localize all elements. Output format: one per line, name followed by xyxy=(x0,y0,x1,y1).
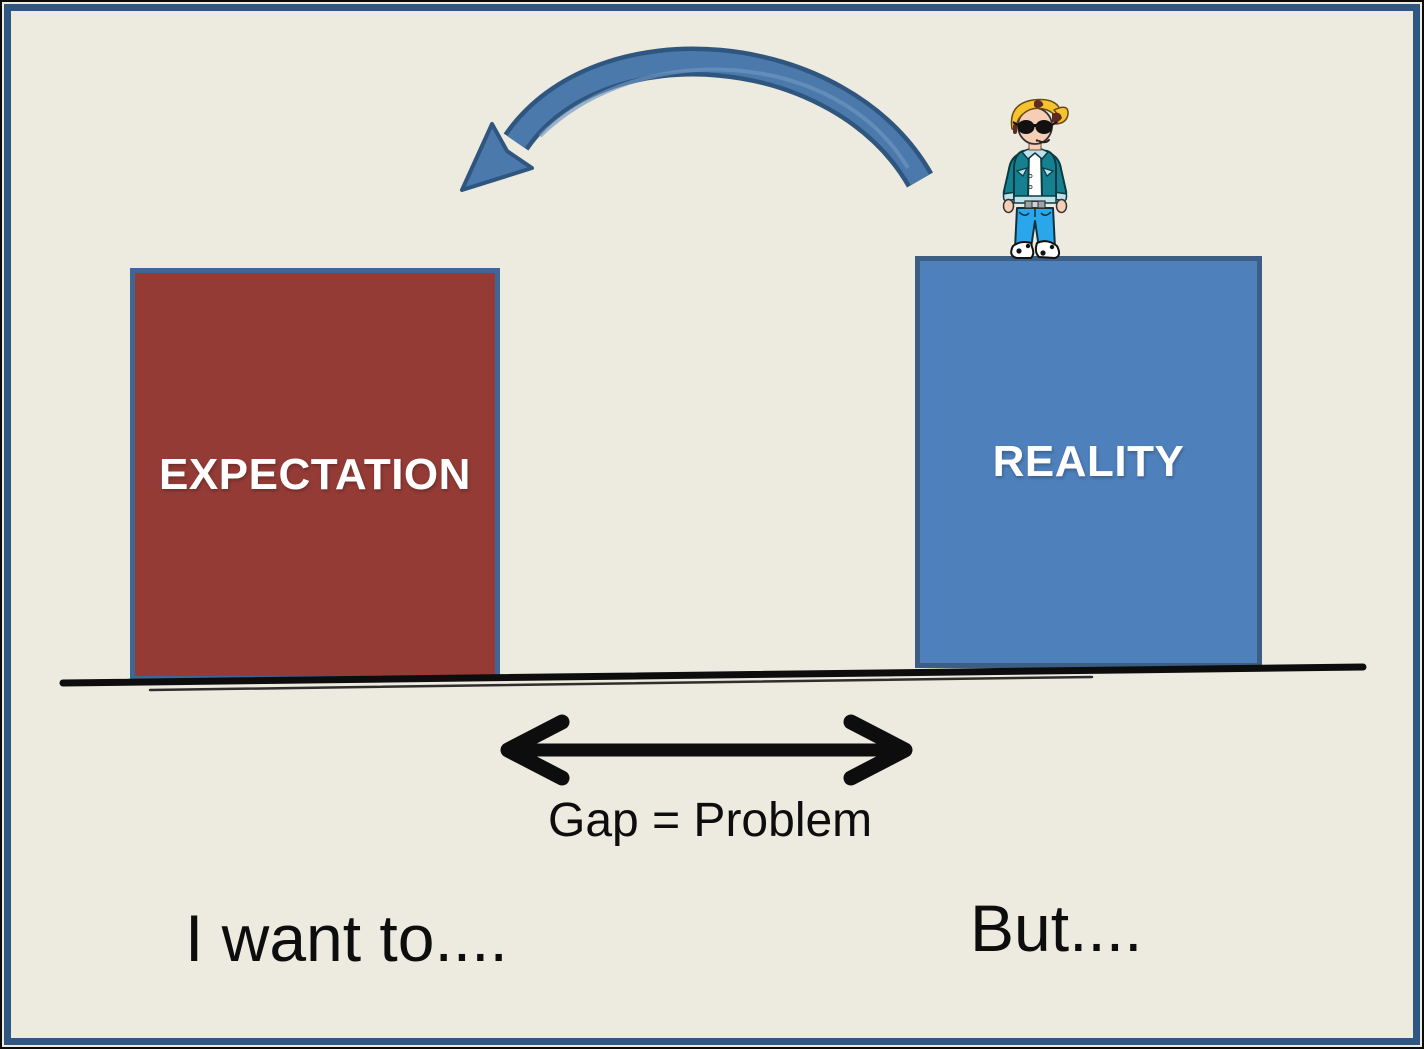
ground-line xyxy=(59,663,1367,692)
gap-double-arrow-icon xyxy=(500,714,913,786)
expectation-box-label: EXPECTATION xyxy=(159,449,471,499)
expectation-box: EXPECTATION xyxy=(130,268,500,681)
reality-box: REALITY xyxy=(915,256,1262,668)
person-figure xyxy=(1002,98,1069,259)
person-head xyxy=(1010,98,1069,151)
hair-curl xyxy=(1034,100,1044,108)
expectation-caption: I want to.... xyxy=(185,901,508,975)
reality-box-label: REALITY xyxy=(992,437,1185,486)
person-jacket xyxy=(1013,145,1057,209)
fall-curved-arrow-icon xyxy=(460,46,934,192)
reality-caption: But.... xyxy=(970,891,1143,965)
sunglasses-icon xyxy=(1012,120,1058,134)
person-shoes xyxy=(1010,240,1061,259)
gap-label: Gap = Problem xyxy=(548,794,873,847)
slide-frame xyxy=(4,4,1420,1045)
